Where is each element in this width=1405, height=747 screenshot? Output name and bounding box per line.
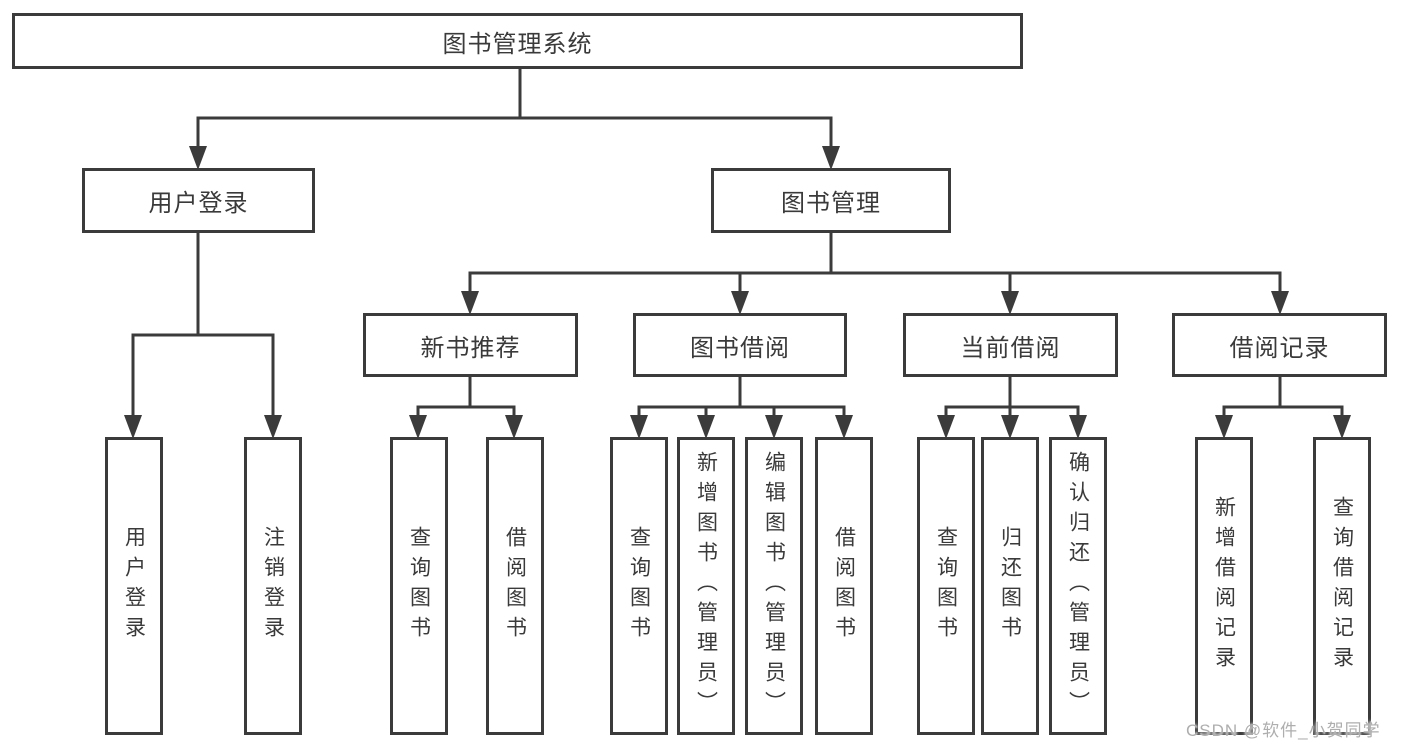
node-add-books-admin: 新增图书（管理员） — [677, 437, 735, 735]
node-borrow-books-leaf-label: 借阅图书 — [832, 526, 856, 646]
node-query-books-recommend: 查询图书 — [390, 437, 448, 735]
node-confirm-return-admin-label: 确认归还（管理员） — [1066, 451, 1090, 721]
node-book-borrowing-label: 图书借阅 — [690, 334, 790, 362]
node-edit-books-admin: 编辑图书（管理员） — [745, 437, 803, 735]
node-query-books-recommend-label: 查询图书 — [407, 526, 431, 646]
node-current-borrowing: 当前借阅 — [903, 313, 1118, 377]
node-new-book-recommend: 新书推荐 — [363, 313, 578, 377]
node-borrow-books-leaf: 借阅图书 — [815, 437, 873, 735]
node-borrow-books-recommend: 借阅图书 — [486, 437, 544, 735]
node-query-borrow-record: 查询借阅记录 — [1313, 437, 1371, 735]
node-query-books-borrowing: 查询图书 — [610, 437, 668, 735]
node-query-books-current: 查询图书 — [917, 437, 975, 735]
node-book-borrowing: 图书借阅 — [633, 313, 847, 377]
node-book-management: 图书管理 — [711, 168, 951, 233]
node-book-management-label: 图书管理 — [781, 190, 881, 217]
node-add-borrow-record-label: 新增借阅记录 — [1212, 496, 1236, 676]
node-library-system-label: 图书管理系统 — [442, 30, 593, 58]
node-logout-leaf-label: 注销登录 — [261, 526, 285, 646]
node-add-books-admin-label: 新增图书（管理员） — [694, 451, 718, 721]
node-library-system: 图书管理系统 — [12, 13, 1023, 69]
csdn-watermark: CSDN @软件_小贺同学 — [1186, 721, 1381, 740]
node-borrowing-records-label: 借阅记录 — [1229, 334, 1330, 362]
node-current-borrowing-label: 当前借阅 — [960, 334, 1061, 362]
node-user-login-branch: 用户登录 — [82, 168, 315, 233]
node-query-borrow-record-label: 查询借阅记录 — [1330, 496, 1354, 676]
node-user-login-leaf: 用户登录 — [105, 437, 163, 735]
node-user-login-leaf-label: 用户登录 — [122, 526, 146, 646]
node-user-login-branch-label: 用户登录 — [148, 190, 249, 217]
node-confirm-return-admin: 确认归还（管理员） — [1049, 437, 1107, 735]
node-add-borrow-record: 新增借阅记录 — [1195, 437, 1253, 735]
node-logout-leaf: 注销登录 — [244, 437, 302, 735]
node-return-books: 归还图书 — [981, 437, 1039, 735]
node-new-book-recommend-label: 新书推荐 — [420, 334, 521, 362]
node-edit-books-admin-label: 编辑图书（管理员） — [762, 451, 786, 721]
node-query-books-borrowing-label: 查询图书 — [627, 526, 651, 646]
node-borrow-books-recommend-label: 借阅图书 — [503, 526, 527, 646]
node-query-books-current-label: 查询图书 — [934, 526, 958, 646]
node-borrowing-records: 借阅记录 — [1172, 313, 1387, 377]
node-return-books-label: 归还图书 — [998, 526, 1022, 646]
